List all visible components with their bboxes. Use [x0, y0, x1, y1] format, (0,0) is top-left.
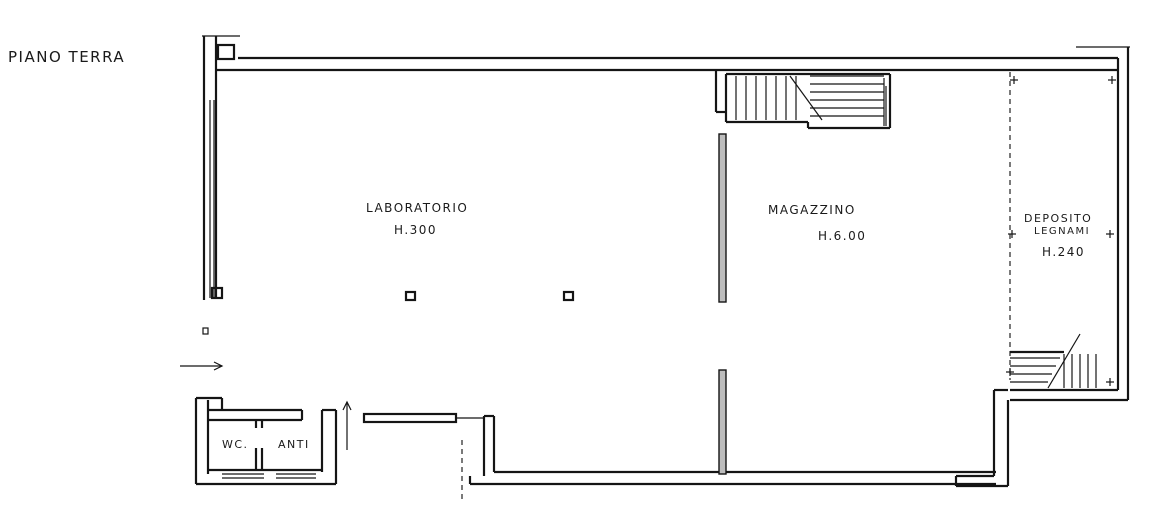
partition-walls: [718, 72, 1116, 475]
plan-title: PIANO TERRA: [8, 48, 125, 66]
lower-stair: [1010, 333, 1097, 389]
vertical-arrow: [342, 400, 352, 450]
columns: [404, 290, 575, 302]
legnami-label: LEGNAMI: [1034, 226, 1090, 237]
deposito-label: DEPOSITO: [1024, 212, 1092, 225]
laboratorio-height: H.300: [394, 223, 437, 237]
magazzino-label: MAGAZZINO: [768, 203, 856, 217]
entry-arrow: [180, 361, 224, 371]
deposito-height: H.240: [1042, 245, 1085, 259]
laboratorio-label: LABORATORIO: [366, 201, 468, 215]
wc-block-walls: [194, 396, 338, 486]
upper-stair: [714, 70, 892, 130]
outer-walls: [202, 35, 1130, 500]
wc-label: WC.: [222, 438, 249, 451]
magazzino-height: H.6.00: [818, 229, 866, 243]
anti-label: ANTI: [278, 438, 310, 451]
